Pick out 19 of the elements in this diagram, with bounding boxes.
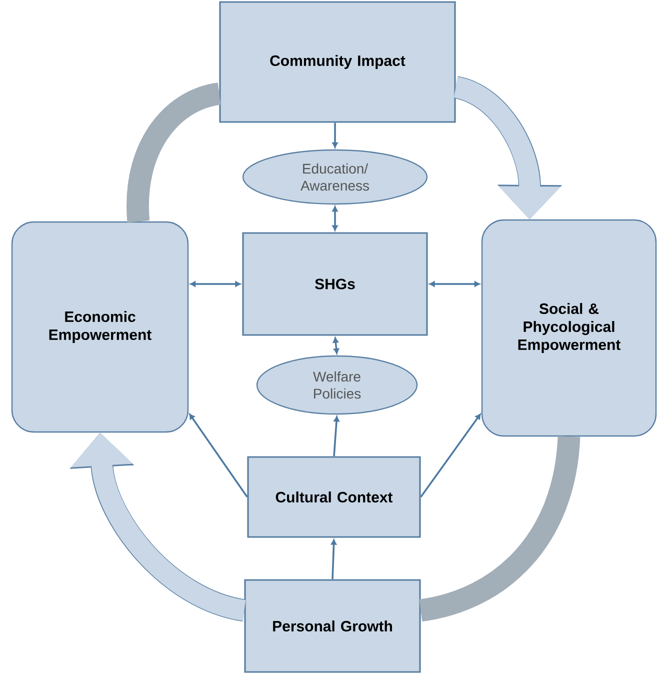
curved-band [126,82,222,222]
arrow [332,206,338,231]
arrow [332,337,340,354]
arrow [190,281,241,287]
arrow [332,122,338,148]
oval-node: Education/ Awareness [242,149,428,205]
oval-node: Welfare Policies [256,355,418,415]
arrow [331,539,337,580]
rounded-box: Social & Phycological Empowerment [481,219,657,437]
arrow [189,414,248,498]
arrow [429,281,480,287]
process-box: Cultural Context [247,456,421,538]
arrow [333,416,340,456]
rounded-box: Economic Empowerment [11,221,189,433]
process-box: SHGs [242,232,428,336]
arrow [420,414,481,498]
process-box: Community Impact [219,1,456,123]
process-box: Personal Growth [244,579,421,673]
curved-band [418,436,580,622]
